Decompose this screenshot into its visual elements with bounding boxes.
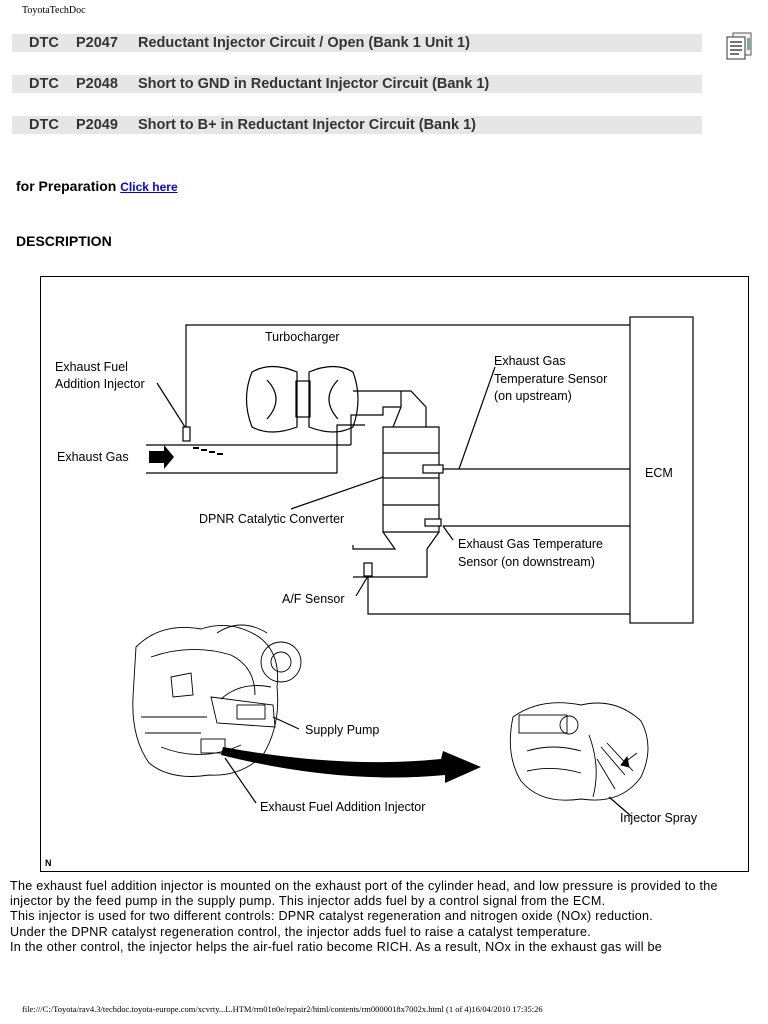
dtc-title: Short to B+ in Reductant Injector Circui… xyxy=(138,117,476,133)
preparation-link[interactable]: Click here xyxy=(120,180,178,194)
dtc-row-p2049: DTC P2049 Short to B+ in Reductant Injec… xyxy=(12,116,702,134)
dpnr-converter xyxy=(382,426,440,533)
ecm-box xyxy=(629,316,694,624)
footer-path: file:///C:/Toyota/rav4.3/techdoc.toyota-… xyxy=(22,1004,543,1014)
description-paragraph: In the other control, the injector helps… xyxy=(10,939,662,954)
turbo-turbine xyxy=(308,365,359,433)
description-paragraph: This injector is used for two different … xyxy=(10,909,654,924)
dtc-label: DTC xyxy=(29,35,59,51)
exhaust-flow-arrow xyxy=(149,445,174,469)
site-title: ToyotaTechDoc xyxy=(22,5,86,16)
downstream-sensor-label-line1: Exhaust Gas Temperature xyxy=(458,537,603,551)
location-arrow xyxy=(221,747,481,783)
af-sensor-wire xyxy=(367,574,630,615)
description-paragraph: The exhaust fuel addition injector is mo… xyxy=(10,879,718,909)
dtc-label: DTC xyxy=(29,117,59,133)
dpnr-label: DPNR Catalytic Converter xyxy=(199,512,344,526)
description-figure: Turbocharger Exhaust Fuel Addition Injec… xyxy=(40,276,749,872)
injector-spray-label: Injector Spray xyxy=(620,811,698,825)
preparation-label: for Preparation xyxy=(16,178,117,194)
injector-label-line2: Addition Injector xyxy=(55,377,145,391)
description-text: The exhaust fuel addition injector is mo… xyxy=(10,879,760,955)
system-diagram: Turbocharger Exhaust Fuel Addition Injec… xyxy=(45,316,698,868)
dtc-code: P2049 xyxy=(76,117,118,133)
turbocharger-label: Turbocharger xyxy=(265,330,340,344)
engine-illustration xyxy=(132,624,302,777)
upstream-sensor-label-line3: (on upstream) xyxy=(494,389,572,403)
dtc-title: Short to GND in Reductant Injector Circu… xyxy=(138,76,490,92)
af-sensor-label: A/F Sensor xyxy=(282,592,345,606)
dtc-label: DTC xyxy=(29,76,59,92)
ecm-label: ECM xyxy=(645,466,673,480)
upstream-sensor-label-line1: Exhaust Gas xyxy=(494,354,566,368)
dtc-code: P2048 xyxy=(76,76,118,92)
dtc-row-p2048: DTC P2048 Short to GND in Reductant Inje… xyxy=(12,75,702,93)
turbo-compressor xyxy=(245,365,298,433)
injector-wire xyxy=(185,324,630,427)
injector-bottom-label: Exhaust Fuel Addition Injector xyxy=(260,800,425,814)
section-heading: DESCRIPTION xyxy=(16,233,112,249)
description-paragraph: Under the DPNR catalyst regeneration con… xyxy=(10,924,592,939)
document-icon[interactable] xyxy=(724,32,756,65)
dtc-title: Reductant Injector Circuit / Open (Bank … xyxy=(138,35,470,51)
supply-pump-label: Supply Pump xyxy=(305,723,379,737)
injector-label-line1: Exhaust Fuel xyxy=(55,360,128,374)
upstream-sensor-label-line2: Temperature Sensor xyxy=(494,372,607,386)
figure-corner-mark: N xyxy=(45,858,52,868)
exhaust-gas-label: Exhaust Gas xyxy=(57,450,129,464)
injector-detail-illustration xyxy=(509,702,649,801)
dtc-code: P2047 xyxy=(76,35,118,51)
preparation-line: for Preparation Click here xyxy=(16,178,178,194)
dtc-row-p2047: DTC P2047 Reductant Injector Circuit / O… xyxy=(12,34,702,52)
downstream-sensor-label-line2: Sensor (on downstream) xyxy=(458,555,595,569)
